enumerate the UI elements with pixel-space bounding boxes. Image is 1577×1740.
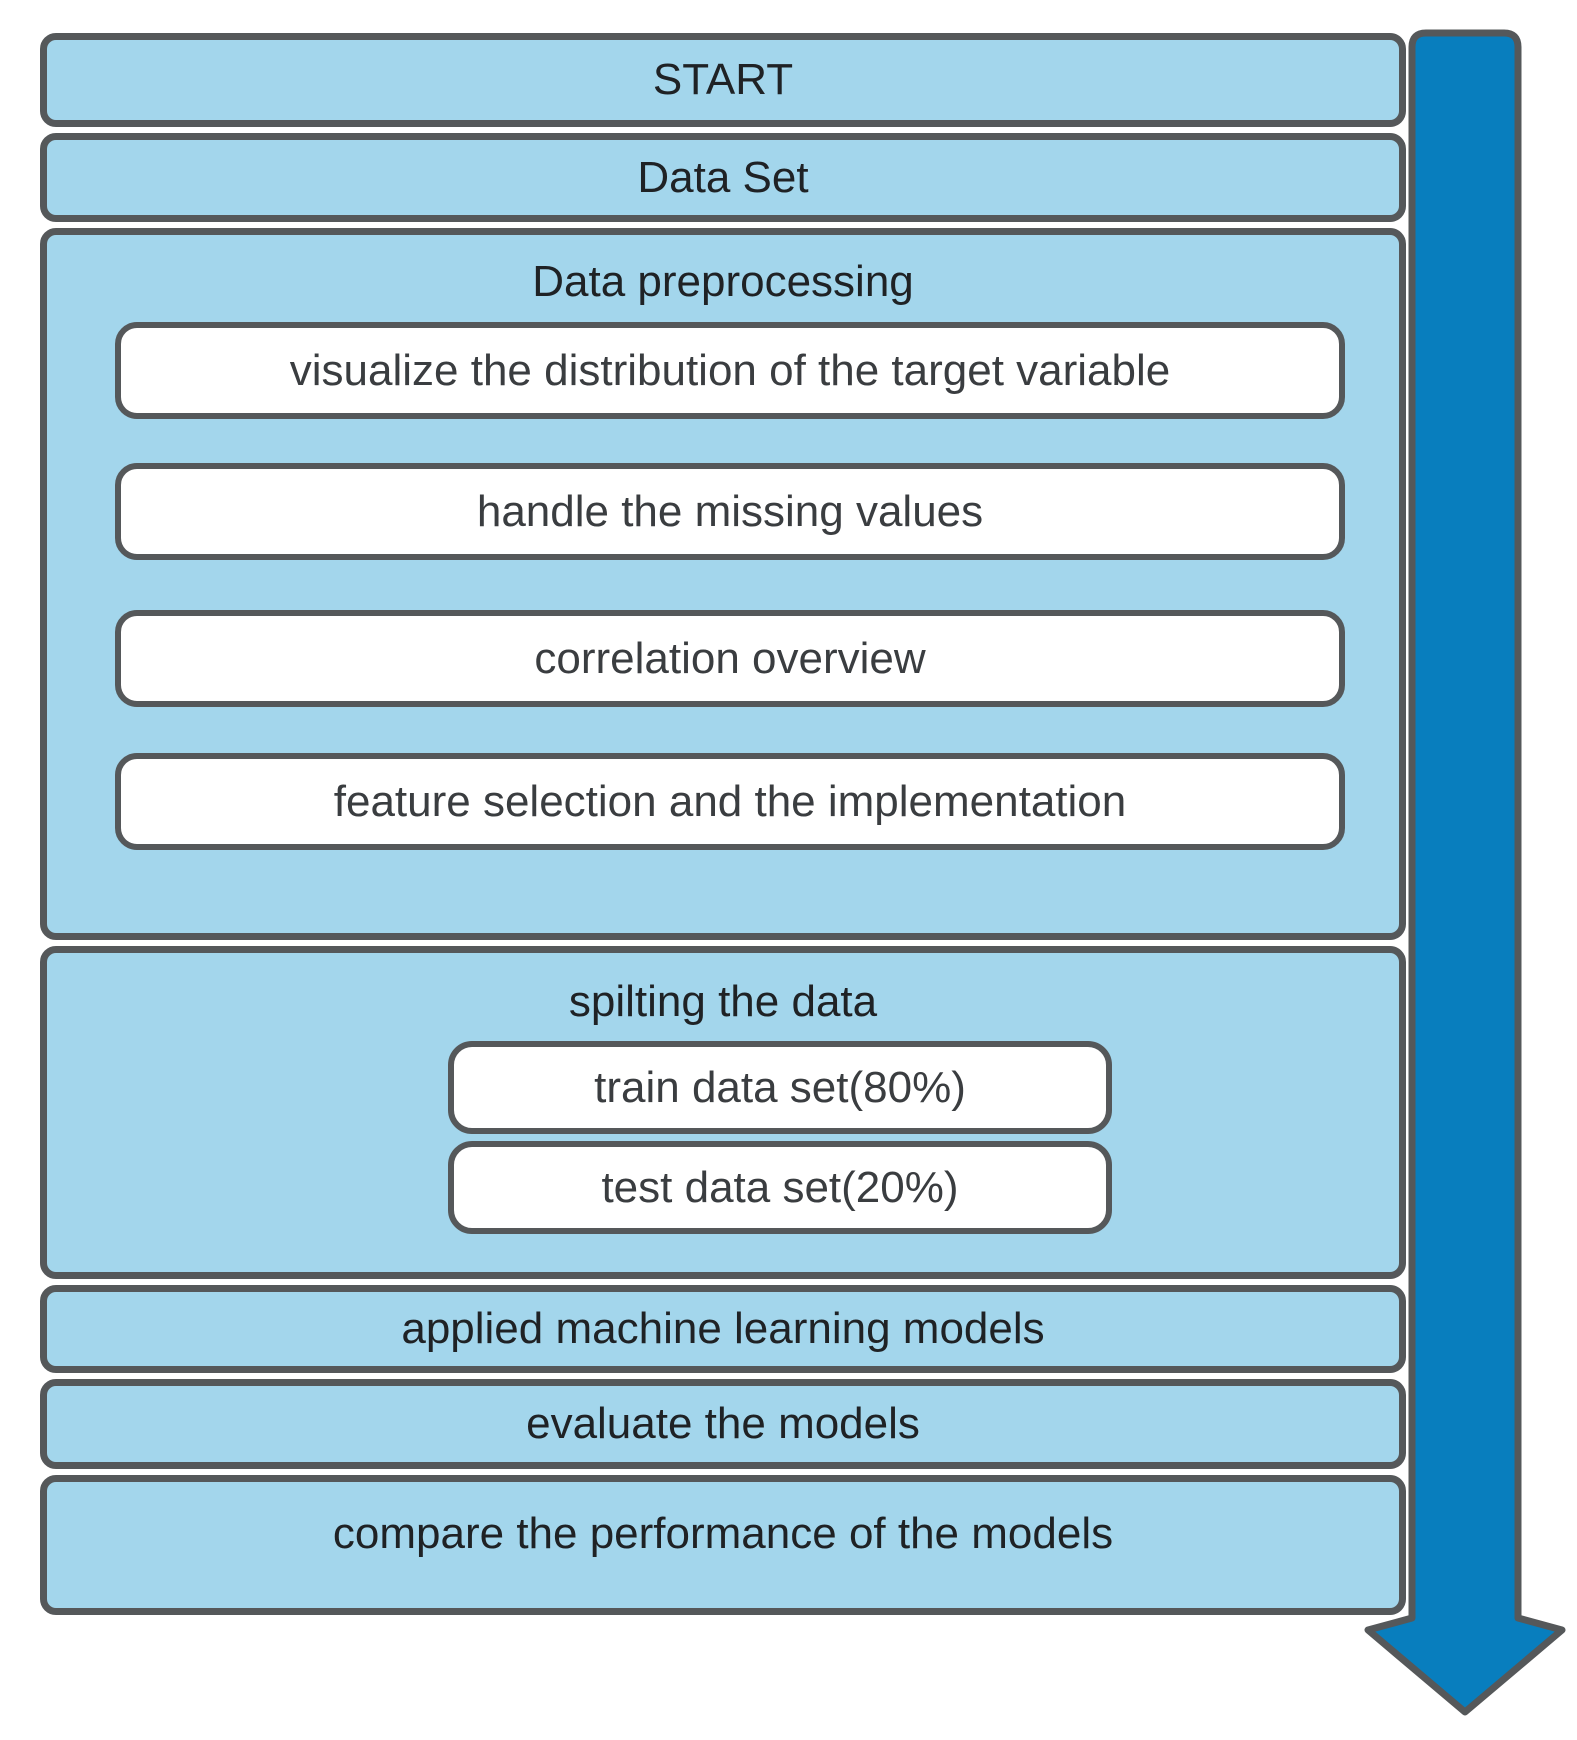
node-data-set-label: Data Set <box>637 152 809 202</box>
step-visualize-target-distribution-label: visualize the distribution of the target… <box>289 345 1171 395</box>
node-evaluate-models-label: evaluate the models <box>526 1399 920 1448</box>
node-start-label: START <box>652 55 794 104</box>
step-correlation-overview: correlation overview <box>115 610 1345 707</box>
node-compare-performance: compare the performance of the models <box>40 1475 1406 1615</box>
node-splitting-the-data: spilting the data train data set(80%) te… <box>40 946 1406 1279</box>
step-handle-missing-values-label: handle the missing values <box>476 486 984 536</box>
node-compare-performance-label: compare the performance of the models <box>332 1509 1114 1558</box>
step-feature-selection-label: feature selection and the implementation <box>333 776 1127 826</box>
node-applied-ml-models-label: applied machine learning models <box>401 1304 1045 1353</box>
node-splitting-title: spilting the data <box>568 977 878 1026</box>
step-test-data-set: test data set(20%) <box>448 1141 1112 1234</box>
step-visualize-target-distribution: visualize the distribution of the target… <box>115 322 1345 419</box>
node-start: START <box>40 33 1406 127</box>
node-data-preprocessing-title: Data preprocessing <box>532 257 914 306</box>
step-test-data-set-label: test data set(20%) <box>601 1162 959 1212</box>
step-feature-selection: feature selection and the implementation <box>115 753 1345 850</box>
node-data-preprocessing: Data preprocessing visualize the distrib… <box>40 228 1406 940</box>
flow-stack: START Data Set Data preprocessing visual… <box>40 33 1406 1615</box>
node-evaluate-models: evaluate the models <box>40 1379 1406 1469</box>
step-correlation-overview-label: correlation overview <box>534 633 926 683</box>
node-data-set: Data Set <box>40 133 1406 222</box>
node-applied-ml-models: applied machine learning models <box>40 1285 1406 1373</box>
step-train-data-set-label: train data set(80%) <box>594 1062 966 1112</box>
step-train-data-set: train data set(80%) <box>448 1041 1112 1134</box>
step-handle-missing-values: handle the missing values <box>115 463 1345 560</box>
